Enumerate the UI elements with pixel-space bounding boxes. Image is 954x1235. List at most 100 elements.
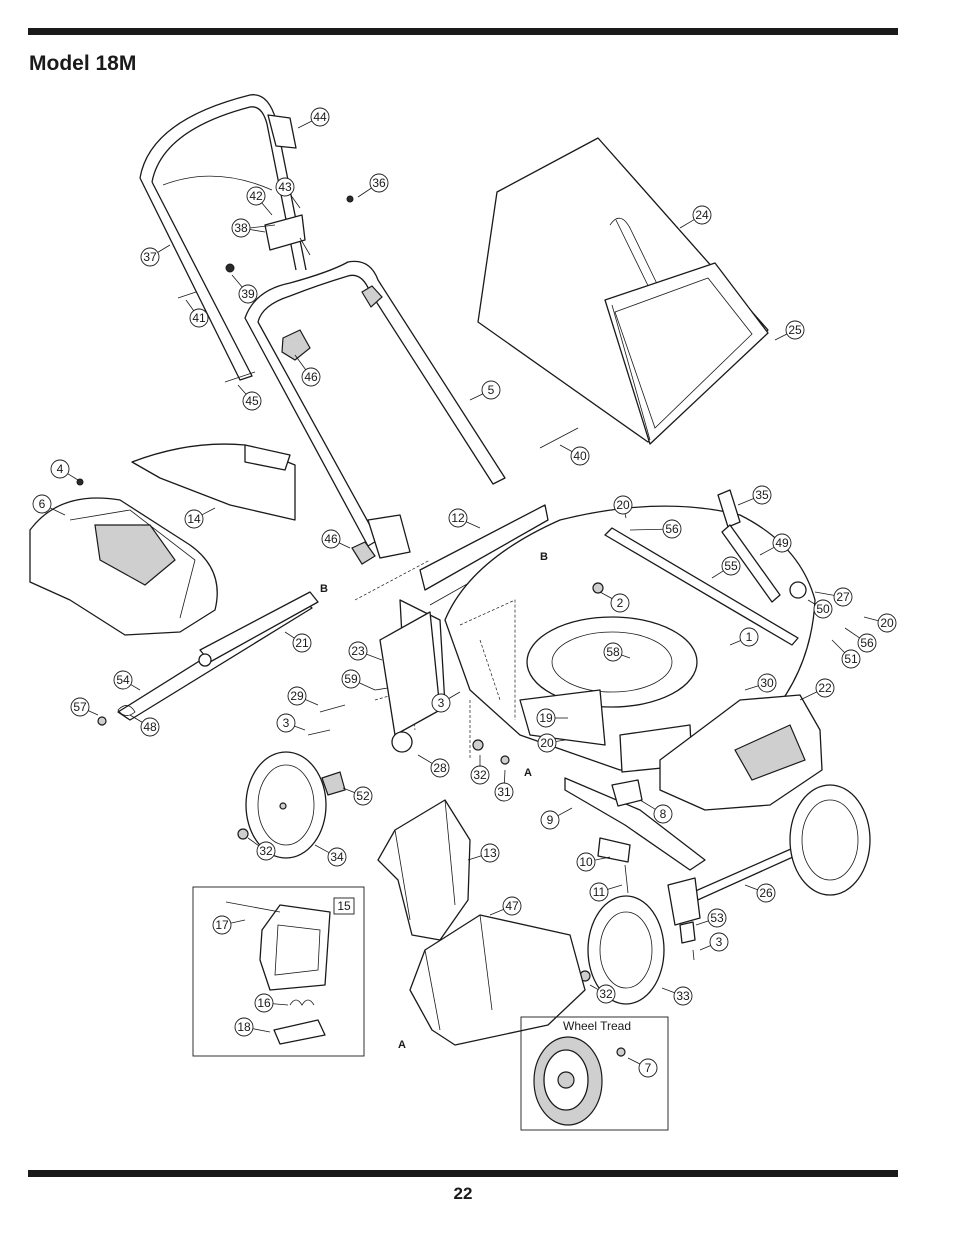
leader-line	[284, 631, 295, 639]
callout-label: 33	[676, 989, 690, 1003]
callout-label: 4	[57, 462, 64, 476]
callout-marker	[301, 367, 321, 387]
callout-marker	[333, 897, 355, 915]
part-callout-57: 57	[70, 697, 99, 717]
callout-label: 55	[724, 559, 738, 573]
leader-line	[774, 333, 788, 341]
callout-label: 40	[573, 449, 587, 463]
leader-line	[711, 570, 724, 579]
part-callout-20: 20	[863, 613, 897, 633]
leader-line	[695, 920, 709, 926]
part-callout-20: 20	[537, 733, 566, 753]
part-callout-42: 42	[246, 186, 273, 216]
part-callout-58: 58	[603, 642, 631, 662]
leader-line	[49, 507, 66, 516]
callout-label: 20	[540, 736, 554, 750]
leader-line	[129, 714, 143, 723]
callout-marker	[721, 556, 741, 576]
leader-line	[557, 807, 573, 817]
front-wheel-left	[579, 895, 665, 1005]
callout-label: 28	[433, 761, 447, 775]
callout-label: 59	[344, 672, 358, 686]
part-callout-22: 22	[799, 678, 835, 701]
leader-line	[247, 837, 259, 847]
callout-label: 23	[351, 644, 365, 658]
leader-line	[130, 684, 141, 691]
leader-line	[314, 844, 330, 854]
leader-line	[607, 884, 623, 890]
part-callout-8: 8	[639, 799, 673, 824]
leader-line	[504, 769, 506, 784]
callout-marker	[603, 642, 623, 662]
part-callout-20: 20	[613, 495, 633, 519]
leader-line	[594, 856, 611, 861]
callout-marker	[448, 508, 468, 528]
callout-marker	[353, 786, 373, 806]
leader-line	[185, 299, 195, 311]
callout-label: 32	[473, 768, 487, 782]
leader-line	[831, 639, 845, 653]
part-callout-3: 3	[276, 713, 306, 733]
leader-line	[467, 855, 482, 861]
part-callout-54: 54	[113, 670, 141, 691]
callout-marker	[610, 593, 630, 613]
part-callout-19: 19	[536, 708, 568, 728]
callout-label: 54	[116, 673, 130, 687]
callout-label: 50	[816, 602, 830, 616]
callout-marker	[752, 485, 772, 505]
leader-line	[624, 513, 627, 519]
part-callout-50: 50	[807, 599, 833, 619]
part-callout-25: 25	[774, 320, 805, 341]
leader-line	[744, 884, 758, 891]
leader-line	[661, 987, 675, 994]
callout-label: 16	[257, 996, 271, 1010]
leader-line	[342, 787, 355, 794]
leader-line	[699, 945, 711, 951]
part-callout-45: 45	[237, 384, 262, 411]
callout-marker	[536, 708, 556, 728]
callout-label: 3	[716, 935, 723, 949]
leader-line	[417, 754, 433, 764]
callout-marker	[662, 519, 682, 539]
callout-marker	[70, 697, 90, 717]
top-rule	[28, 28, 898, 35]
part-callout-27: 27	[814, 587, 853, 607]
part-callout-32: 32	[589, 984, 616, 1004]
part-callout-49: 49	[759, 533, 792, 556]
callout-label: 8	[660, 807, 667, 821]
callout-label: 32	[259, 844, 273, 858]
leader-line	[679, 219, 695, 229]
part-callout-53: 53	[695, 908, 727, 928]
callout-marker	[841, 649, 861, 669]
rear-hinge-rod	[117, 591, 319, 721]
part-callout-28: 28	[417, 754, 450, 778]
part-callout-46: 46	[294, 354, 321, 387]
rear-chute	[409, 914, 586, 1046]
part-callout-31: 31	[494, 769, 514, 802]
handle-hardware	[177, 195, 579, 565]
callout-label: 1	[746, 630, 753, 644]
callout-marker	[140, 247, 160, 267]
rear-wheel	[237, 751, 346, 859]
leader-line	[67, 473, 79, 481]
part-callout-6: 6	[32, 494, 66, 516]
part-callout-33: 33	[661, 986, 693, 1006]
part-callout-11: 11	[589, 882, 623, 902]
callout-label: 21	[295, 636, 309, 650]
part-callout-18: 18	[234, 1017, 271, 1037]
callout-marker	[653, 804, 673, 824]
part-callout-29: 29	[287, 686, 319, 706]
callout-label: 42	[249, 189, 263, 203]
front-axle	[667, 844, 805, 961]
part-callout-10: 10	[576, 852, 611, 872]
part-callout-9: 9	[540, 807, 573, 830]
callout-marker	[756, 883, 776, 903]
leader-line	[629, 528, 664, 531]
callout-marker	[537, 733, 557, 753]
callout-label: 20	[616, 498, 630, 512]
part-callout-46: 46	[321, 529, 351, 549]
leader-line	[744, 685, 759, 691]
part-callout-36: 36	[357, 173, 389, 198]
callout-marker	[815, 678, 835, 698]
